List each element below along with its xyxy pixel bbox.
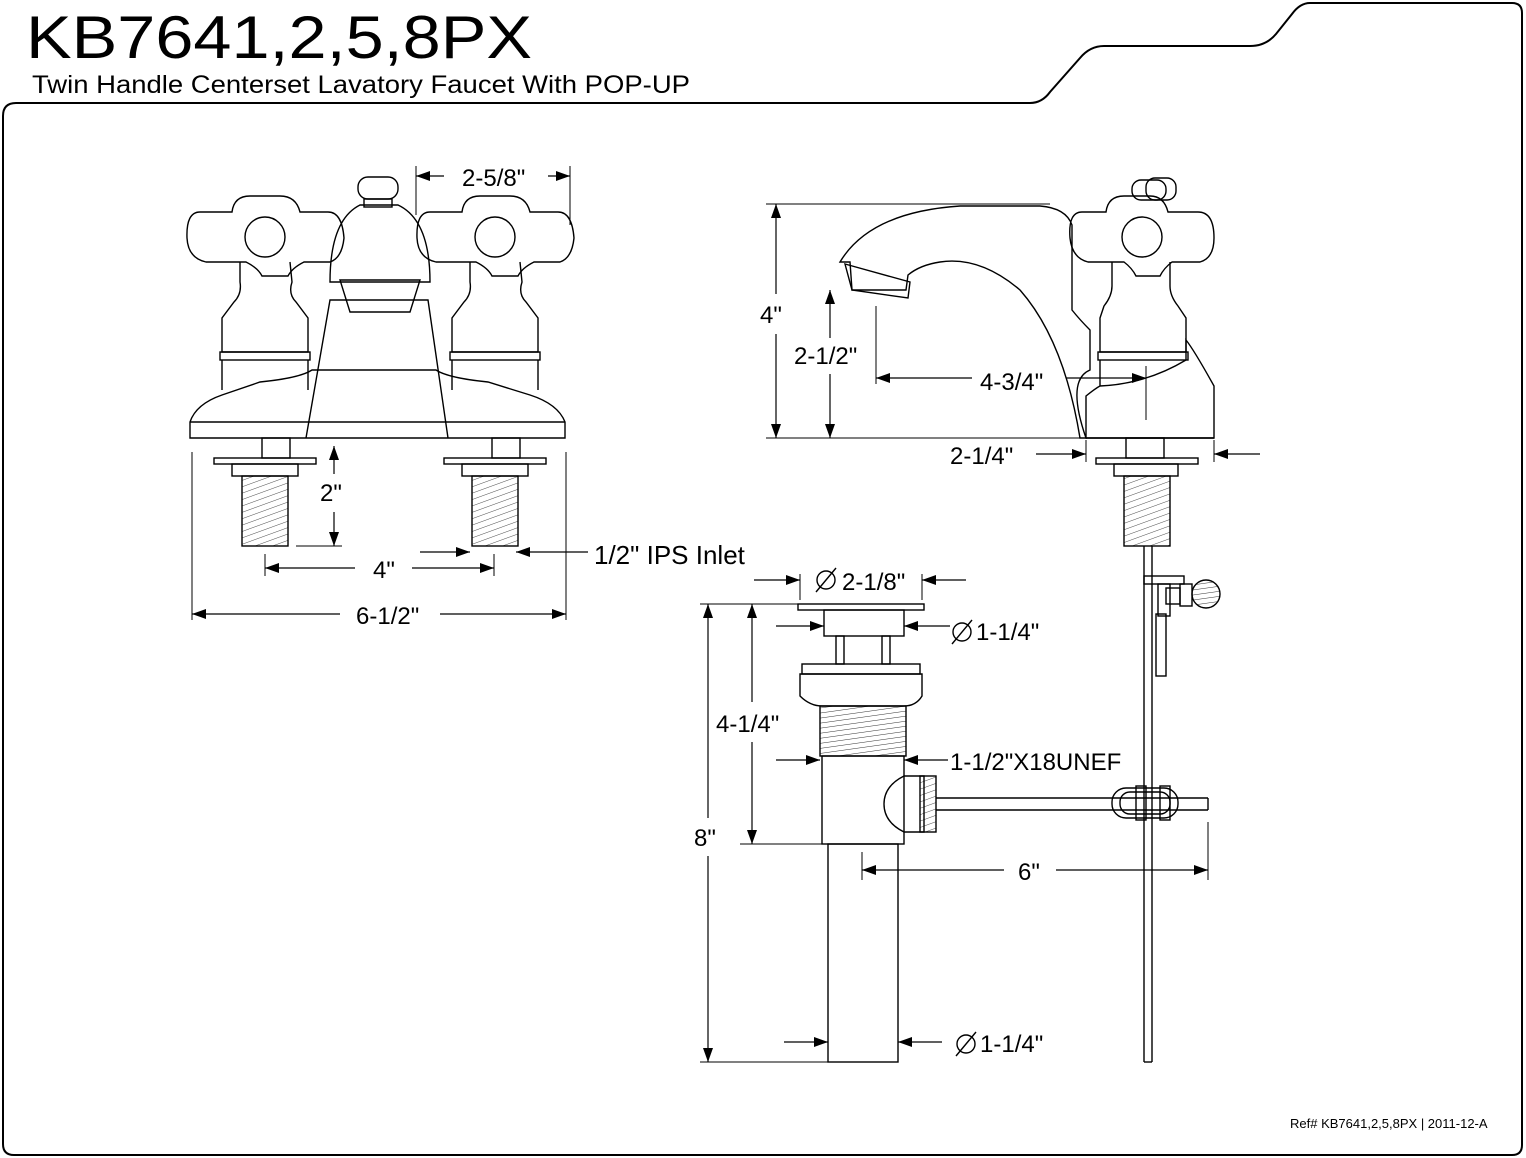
dim-2-inch: 2" — [320, 480, 342, 507]
product-subtitle: Twin Handle Centerset Lavatory Faucet Wi… — [32, 71, 690, 99]
model-title: KB7641,2,5,8PX — [26, 4, 532, 71]
lift-rod-knob — [1191, 579, 1221, 609]
drain-threads — [819, 705, 907, 757]
side-shank — [1123, 475, 1171, 547]
dim-2-1-4: 2-1/4" — [950, 443, 1013, 470]
faucet-body — [305, 299, 449, 439]
reference-code: Ref# KB7641,2,5,8PX | 2011-12-A — [1290, 1116, 1488, 1131]
left-shank — [241, 475, 289, 547]
dim-2-1-2: 2-1/2" — [794, 343, 857, 370]
right-handle — [416, 195, 575, 547]
popup-knob — [357, 176, 399, 200]
dim-6-1-2: 6-1/2" — [356, 603, 419, 630]
faucet-base — [189, 369, 566, 439]
dim-thread-spec: 1-1/2"X18UNEF — [950, 749, 1121, 776]
dim-rod-length: 6" — [1018, 859, 1040, 886]
right-shank — [471, 475, 519, 547]
dim-body-height: 4-1/4" — [716, 711, 779, 738]
left-handle — [186, 195, 345, 547]
drain-body — [821, 755, 905, 845]
tailpiece — [827, 843, 899, 1063]
front-view: 2-5/8" 2" 4" 1/2" IPS Inlet 6-1/2" — [186, 165, 746, 630]
dim-tailpiece-diameter: 1-1/4" — [980, 1031, 1043, 1058]
dim-4-inch-center: 4" — [373, 557, 395, 584]
dim-4-3-4: 4-3/4" — [980, 369, 1043, 396]
drain-assembly: 2-1/8" 1-1/4" 1-1/2"X18UNEF 4-1/4" 8" — [694, 567, 1209, 1063]
dim-cap-diameter: 1-1/4" — [976, 619, 1039, 646]
inlet-label: 1/2" IPS Inlet — [594, 540, 746, 570]
dim-flange-diameter: 2-1/8" — [842, 569, 905, 596]
dim-overall-8-inch: 8" — [694, 825, 716, 852]
spout — [838, 205, 1091, 439]
side-view: 4" 2-1/2" 4-3/4" 2-1/4" — [760, 177, 1260, 1063]
side-handle — [1069, 195, 1215, 277]
dim-2-5-8: 2-5/8" — [462, 165, 525, 192]
dim-side-4-inch: 4" — [760, 302, 782, 329]
